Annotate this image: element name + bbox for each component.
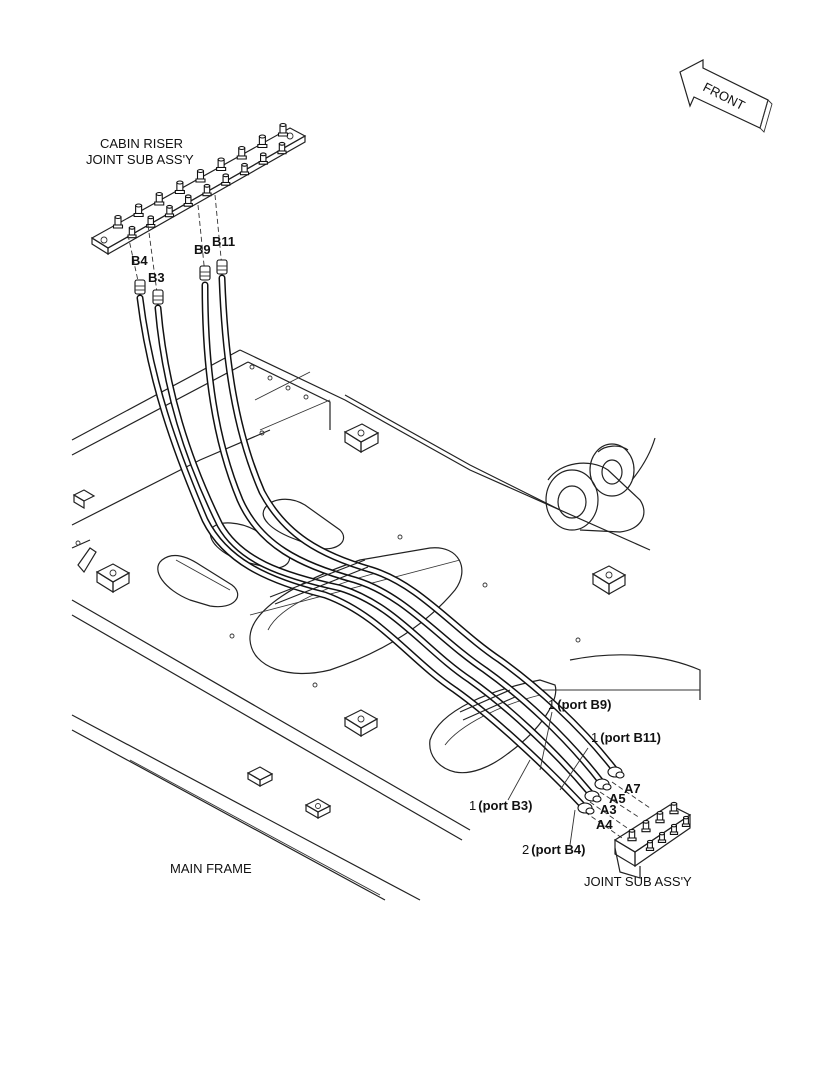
callout-port-b4: 2(port B4): [522, 842, 585, 857]
port-label-b9: B9: [194, 242, 211, 257]
hose-clamp: [459, 689, 511, 713]
fitting: [112, 214, 124, 229]
hose-end: [152, 289, 164, 305]
cabin-riser-label-line2: JOINT SUB ASS'Y: [86, 152, 194, 167]
hose-end-fittings: [134, 259, 625, 815]
fitting: [146, 215, 156, 228]
port-guide-lines: [127, 194, 651, 839]
frame-holes: [75, 364, 581, 688]
callout-port-b11: 1(port B11): [591, 730, 661, 745]
frame-block: [95, 563, 131, 594]
callout-leaders: [507, 711, 589, 846]
port-label-b3: B3: [148, 270, 165, 285]
fitting: [164, 204, 175, 218]
callout-port-b3: 1(port B3): [469, 798, 532, 813]
fitting: [681, 815, 691, 827]
joint-sub-assembly: [613, 801, 692, 879]
fitting: [258, 152, 268, 165]
fitting: [669, 801, 679, 815]
port-label-a5: A5: [609, 791, 626, 806]
fitting: [645, 839, 655, 851]
fitting: [154, 191, 165, 206]
fitting: [641, 819, 651, 833]
frame-block: [343, 709, 379, 738]
cabin-riser-joint-assembly: [90, 122, 307, 256]
front-arrow: FRONT: [679, 59, 773, 133]
frame-block: [72, 489, 96, 510]
frame-block: [246, 766, 274, 788]
fitting: [174, 180, 185, 195]
hydraulic-hoses: [136, 274, 619, 812]
port-label-a7: A7: [624, 781, 641, 796]
riser-fittings: [112, 122, 289, 239]
fitting: [257, 134, 268, 149]
fitting: [221, 173, 231, 186]
hose-end: [134, 279, 146, 295]
port-label-b11: B11: [212, 234, 235, 249]
hose-end: [216, 259, 228, 275]
fitting: [133, 203, 144, 218]
fitting: [239, 162, 250, 176]
fitting: [183, 194, 193, 207]
fitting: [127, 225, 137, 239]
frame-block: [591, 565, 627, 596]
fitting: [277, 141, 287, 155]
fitting: [236, 145, 247, 160]
fitting: [669, 823, 679, 835]
frame-block: [343, 423, 380, 454]
fitting: [216, 157, 227, 172]
port-label-a4: A4: [596, 817, 613, 832]
hose-clamp: [269, 559, 366, 598]
main-frame-label: MAIN FRAME: [170, 861, 252, 876]
joint-fittings: [627, 801, 691, 851]
frame-wedge: [77, 547, 97, 574]
port-label-b4: B4: [131, 253, 148, 268]
fitting: [195, 168, 206, 183]
hose-end: [594, 778, 612, 791]
hose-end: [577, 802, 595, 815]
port-label-a3: A3: [600, 802, 617, 817]
fitting: [657, 831, 667, 843]
fitting: [655, 810, 665, 824]
fitting: [202, 183, 212, 197]
joint-sub-assy-label: JOINT SUB ASS'Y: [584, 874, 692, 889]
fitting: [627, 828, 637, 842]
frame-block: [304, 798, 332, 820]
hose-end: [584, 790, 602, 803]
front-label: FRONT: [701, 79, 748, 113]
callout-port-b9: 1(port B9): [548, 697, 611, 712]
hose-end: [607, 766, 625, 779]
hose-end: [199, 265, 211, 281]
cabin-riser-label-line1: CABIN RISER: [100, 136, 183, 151]
pin-boss: [545, 437, 656, 533]
fitting: [277, 122, 289, 137]
